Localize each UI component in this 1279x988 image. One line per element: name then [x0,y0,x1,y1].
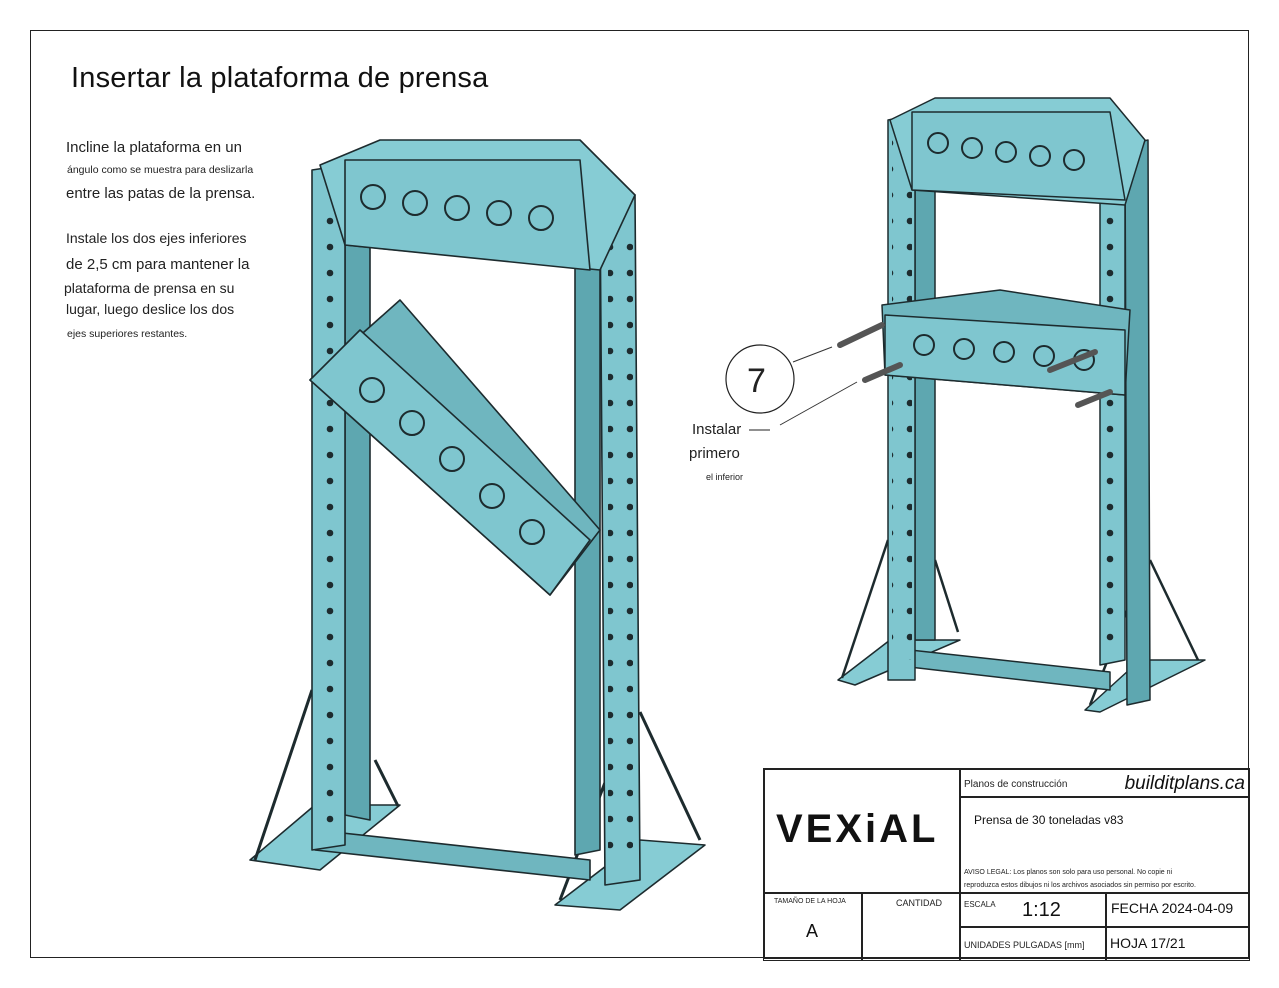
callout-number: 7 [747,362,766,400]
sheet-number-cell: HOJA 17/21 [1105,926,1250,961]
logo-cell: VEXiAL [763,768,961,894]
right-press-frame [779,97,1206,713]
date-value: FECHA 2024-04-09 [1111,900,1234,916]
project-name: Prensa de 30 toneladas v83 [974,813,1124,827]
units-cell: UNIDADES PULGADAS [mm] [959,926,1107,961]
plans-label: Planos de construcción [964,779,1068,790]
callout-label: primero [689,445,740,462]
sheet-size-cell: TAMAÑO DE LA HOJA A [763,892,863,961]
scale-cell: ESCALA 1:12 [959,892,1107,928]
drawing-sheet-border [30,30,1249,958]
scale-value: 1:12 [1022,899,1061,921]
instruction-line: ángulo como se muestra para deslizarla [67,164,254,176]
plans-cell: Planos de construcción builditplans.ca [959,768,1250,798]
callout-label: Instalar [692,421,742,438]
scale-label: ESCALA [964,900,996,909]
sheet-number: HOJA 17/21 [1110,935,1186,951]
instruction-line: Incline la plataforma en un [66,139,242,156]
website: builditplans.ca [1124,773,1245,794]
quantity-label: CANTIDAD [896,898,943,908]
sheet-size-label: TAMAÑO DE LA HOJA [774,898,846,905]
instruction-line: lugar, luego deslice los dos [66,301,235,317]
instruction-line: de 2,5 cm para mantener la [66,256,250,273]
disclaimer: reproduzca estos dibujos ni los archivos… [964,882,1196,889]
vexial-logo: VEXiAL [776,807,939,851]
callout-note: el inferior [706,472,744,482]
date-cell: FECHA 2024-04-09 [1105,892,1250,928]
left-press-frame [249,139,706,911]
leader-arrows [779,346,858,426]
title-block: VEXiAL Planos de construcción builditpla… [763,768,1250,961]
quantity-cell: CANTIDAD [861,892,961,961]
sheet-size-value: A [806,921,819,941]
page-title: Insertar la plataforma de prensa [71,62,489,94]
instruction-line: ejes superiores restantes. [67,328,188,340]
instruction-line: entre las patas de la prensa. [66,185,256,202]
disclaimer: AVISO LEGAL: Los planos son solo para us… [964,869,1173,876]
instruction-line: plataforma de prensa en su [64,280,235,296]
units-value: UNIDADES PULGADAS [mm] [964,940,1085,950]
instruction-line: Instale los dos ejes inferiores [66,230,247,246]
callout-bubble [725,344,795,414]
project-cell: Prensa de 30 toneladas v83 AVISO LEGAL: … [959,796,1250,894]
shaft-pins [837,322,1113,408]
